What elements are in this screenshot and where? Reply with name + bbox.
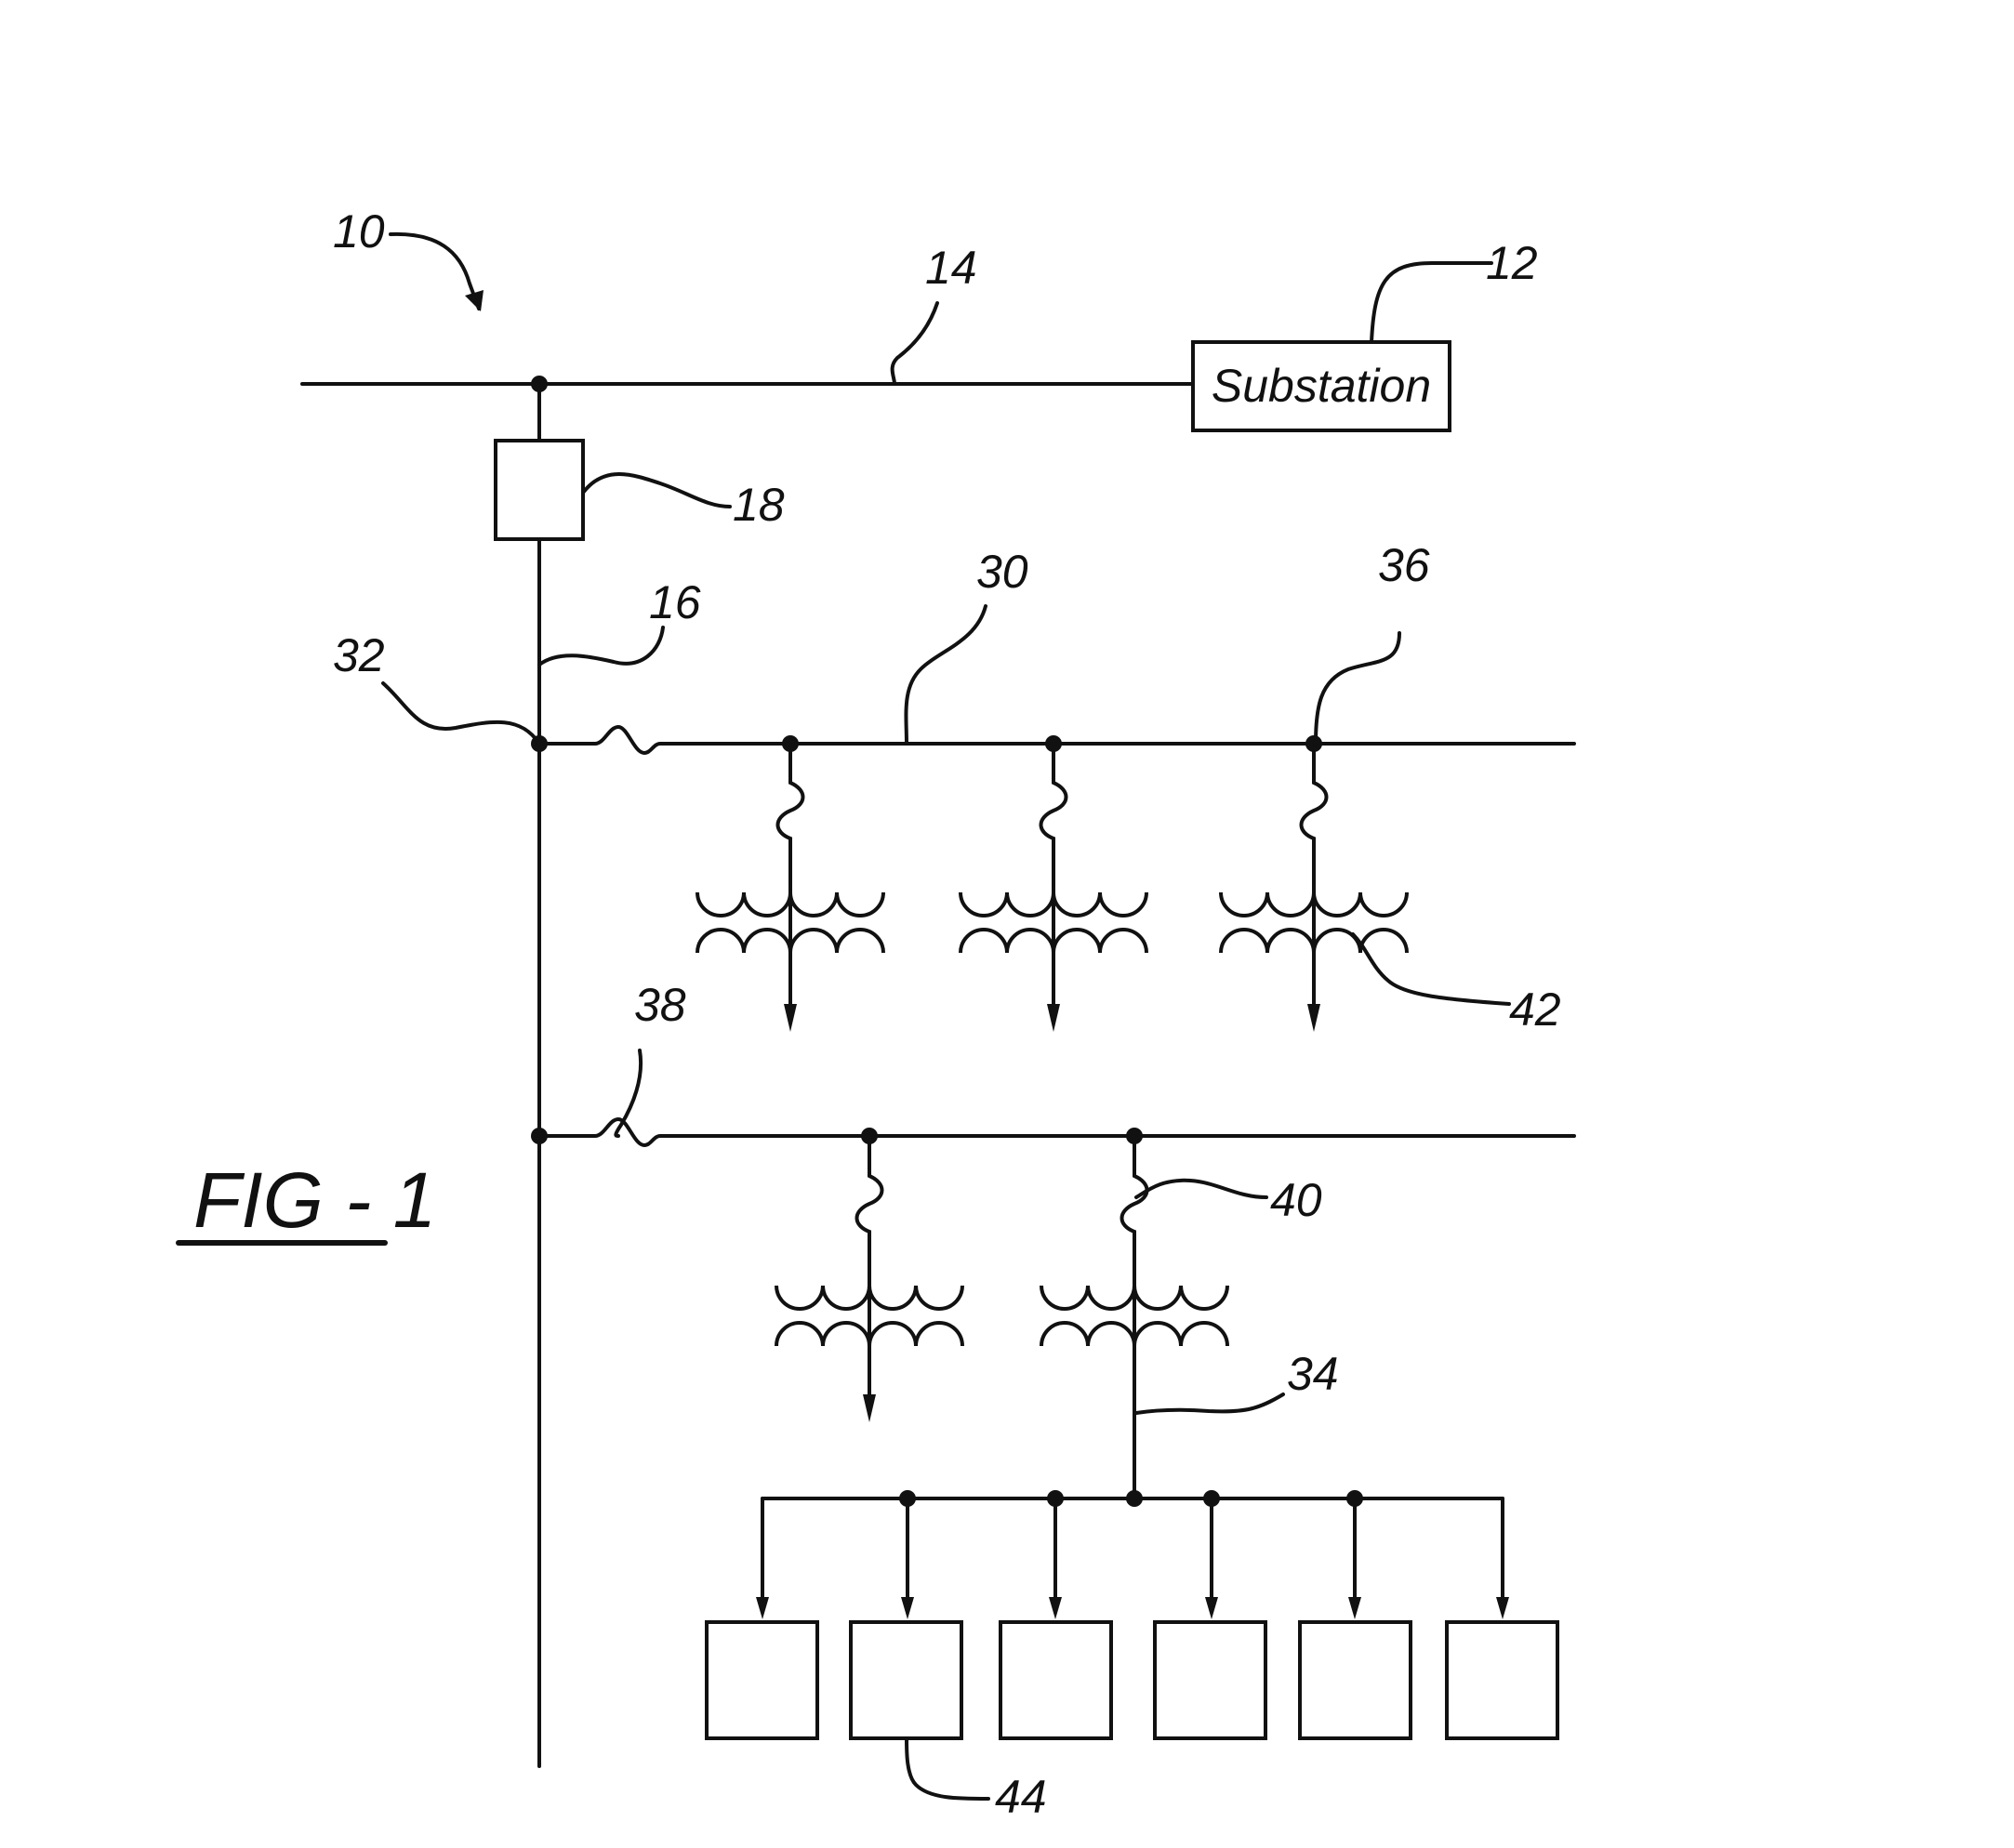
load-box bbox=[1153, 1620, 1267, 1740]
transformer-unit bbox=[775, 1128, 964, 1422]
ref-numeral-44: 44 bbox=[995, 1771, 1047, 1823]
substation-box bbox=[1191, 340, 1451, 432]
ref-numeral-38: 38 bbox=[634, 979, 686, 1031]
load-arrow bbox=[1307, 1004, 1320, 1032]
leader-line-40 bbox=[1134, 1178, 1268, 1199]
ref-numeral-18: 18 bbox=[733, 479, 785, 531]
transformer-unit bbox=[1040, 1128, 1229, 1500]
load-arrow bbox=[1047, 1004, 1060, 1032]
transformer-unit bbox=[959, 735, 1148, 1032]
tap-lead bbox=[1299, 742, 1329, 885]
tap-lead bbox=[855, 1134, 884, 1278]
protective-device-box bbox=[494, 439, 585, 541]
ref-numeral-12: 12 bbox=[1486, 237, 1538, 289]
lateral-feeder-upper bbox=[537, 724, 1576, 756]
leader-line-14 bbox=[890, 301, 939, 386]
bus-node bbox=[1126, 1490, 1143, 1507]
leader-line-36 bbox=[1314, 631, 1401, 746]
ref-numeral-16: 16 bbox=[649, 576, 701, 628]
ref-numeral-42: 42 bbox=[1509, 983, 1561, 1036]
leader-line-30 bbox=[904, 604, 987, 746]
leader-line-32 bbox=[381, 681, 541, 746]
tap-lead bbox=[1039, 742, 1068, 885]
substation-label: Substation bbox=[1212, 360, 1431, 412]
leader-line-10 bbox=[389, 231, 481, 310]
load-box bbox=[1298, 1620, 1412, 1740]
leader-line-34 bbox=[1134, 1393, 1285, 1415]
load-box bbox=[999, 1620, 1113, 1740]
leader-line-38 bbox=[614, 1049, 643, 1138]
lateral-feeder-lower bbox=[537, 1116, 1576, 1148]
ref-numeral-10: 10 bbox=[333, 205, 385, 257]
load-drops bbox=[756, 1490, 1509, 1619]
tap-lead bbox=[1120, 1134, 1149, 1278]
leader-arrow-10 bbox=[465, 290, 484, 311]
load-arrow bbox=[784, 1004, 797, 1032]
figure-label: FIG - 1 bbox=[193, 1156, 436, 1244]
load-arrow bbox=[863, 1394, 876, 1422]
leader-line-18 bbox=[581, 472, 732, 508]
leader-line-44 bbox=[905, 1736, 990, 1801]
transformer-unit bbox=[696, 735, 885, 1032]
load-box bbox=[1445, 1620, 1559, 1740]
leader-line-42 bbox=[1351, 932, 1511, 1006]
ref-numeral-32: 32 bbox=[333, 629, 385, 681]
tap-lead bbox=[775, 742, 805, 885]
ref-numeral-14: 14 bbox=[925, 242, 977, 294]
ref-numeral-40: 40 bbox=[1270, 1174, 1322, 1226]
ref-numeral-34: 34 bbox=[1287, 1348, 1339, 1400]
transformer-unit bbox=[1219, 735, 1409, 1032]
ref-numeral-30: 30 bbox=[976, 546, 1028, 598]
ref-numeral-36: 36 bbox=[1378, 539, 1430, 591]
load-box bbox=[705, 1620, 819, 1740]
load-box bbox=[849, 1620, 963, 1740]
leader-line-12 bbox=[1370, 261, 1493, 344]
leader-line-16 bbox=[537, 626, 665, 667]
